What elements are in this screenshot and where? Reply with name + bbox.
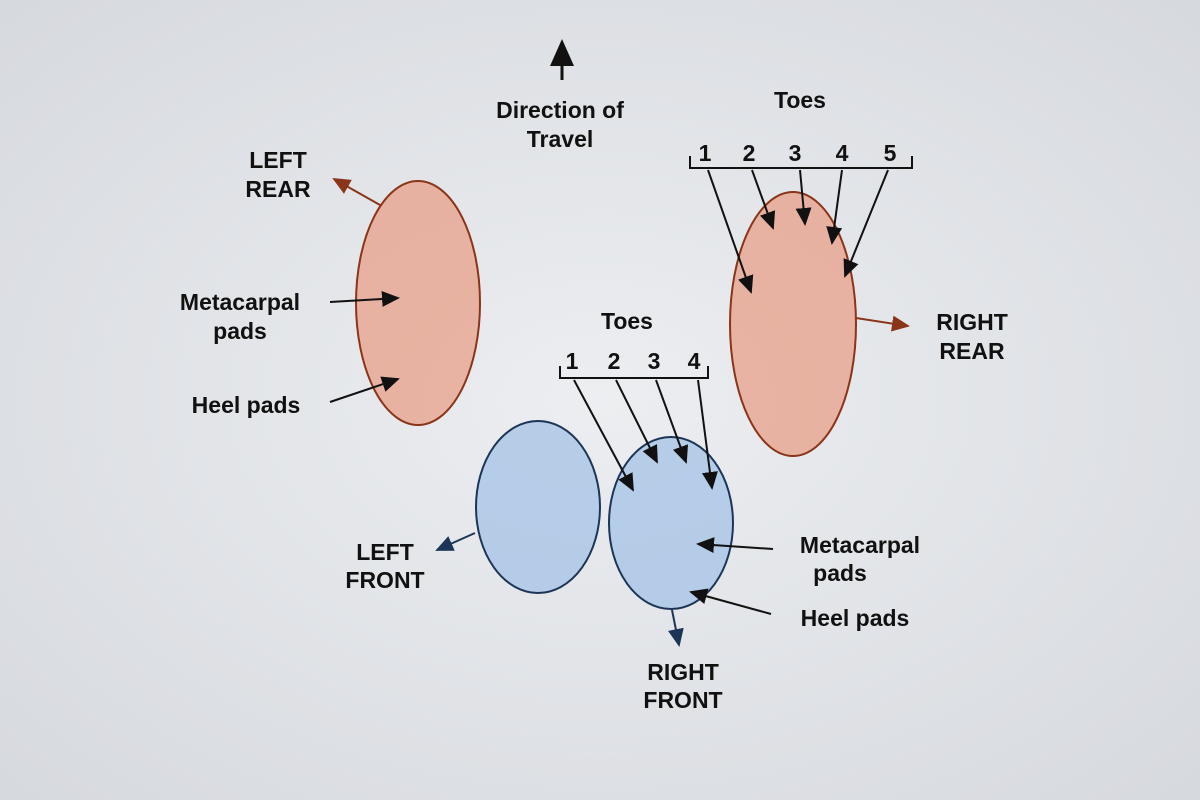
rear-toe-number: 5 [884, 140, 897, 166]
left-rear-label-2: REAR [245, 176, 311, 202]
rear-toe-arrows [707, 169, 889, 294]
right-metacarpal-arrow [696, 537, 774, 554]
direction-label-2: Travel [527, 126, 594, 152]
left-heel-arrow [329, 376, 400, 403]
right-heel-label: Heel pads [801, 605, 910, 631]
right-rear-footprint [729, 191, 857, 457]
left-front-footprint [475, 420, 601, 594]
left-rear-arrow [332, 178, 381, 206]
left-rear-label-1: LEFT [249, 147, 307, 173]
left-metacarpal-label-1: Metacarpal [180, 289, 300, 315]
right-front-footprint [608, 436, 734, 610]
front-toe-number: 2 [608, 348, 621, 374]
left-rear-footprint [355, 180, 481, 426]
right-heel-arrow [689, 588, 772, 615]
right-rear-label-2: REAR [939, 338, 1005, 364]
rear-toe-number: 3 [789, 140, 802, 166]
left-front-label-1: LEFT [356, 539, 414, 565]
right-rear-label-1: RIGHT [936, 309, 1008, 335]
front-toe-number: 4 [688, 348, 701, 374]
rear-toe-number: 2 [743, 140, 756, 166]
direction-label-1: Direction of [496, 97, 624, 123]
right-rear-arrow [855, 315, 910, 332]
right-front-label-2: FRONT [643, 687, 722, 713]
right-metacarpal-label-2: pads [813, 560, 867, 586]
rear-toe-number: 1 [699, 140, 712, 166]
left-front-label-2: FRONT [345, 567, 424, 593]
right-metacarpal-label-1: Metacarpal [800, 532, 920, 558]
front-toes-label: Toes [601, 308, 653, 334]
left-metacarpal-label-2: pads [213, 318, 267, 344]
right-front-label-1: RIGHT [647, 659, 719, 685]
left-metacarpal-arrow [329, 290, 400, 307]
rear-toe-number: 4 [836, 140, 849, 166]
right-front-arrow [668, 609, 684, 647]
rear-toes-bracket [689, 156, 913, 169]
left-heel-label: Heel pads [192, 392, 301, 418]
left-front-arrow [435, 532, 476, 551]
front-toe-number: 1 [566, 348, 579, 374]
front-toe-number: 3 [648, 348, 661, 374]
front-toes-bracket [559, 366, 709, 379]
rear-toes-label: Toes [774, 87, 826, 113]
front-toe-arrows [573, 379, 718, 492]
